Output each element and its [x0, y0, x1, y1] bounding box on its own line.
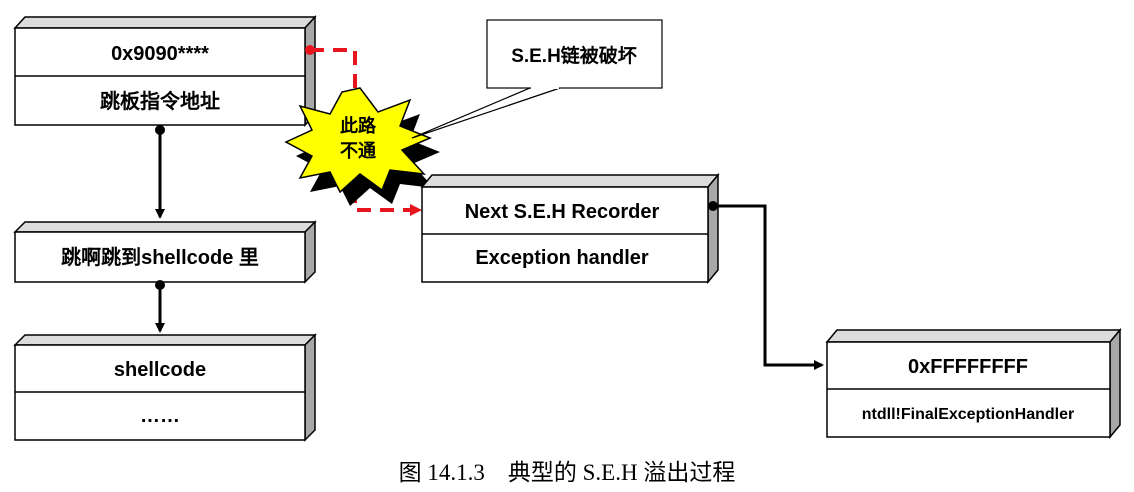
shellcode-box: shellcode …… — [13, 333, 317, 442]
connector-arrow-2 — [155, 280, 165, 333]
shellcode-top-text: shellcode — [114, 359, 206, 381]
connector-arrow-1 — [155, 125, 165, 219]
exception-handler-text: Exception handler — [475, 247, 649, 269]
burst-line-2: 不通 — [340, 141, 376, 161]
final-handler-text: ntdll!FinalExceptionHandler — [862, 406, 1074, 423]
seh-record-box: Next S.E.H Recorder Exception handler — [420, 172, 720, 285]
trampoline-top-text: 0x9090**** — [111, 43, 209, 65]
burst-line-1: 此路 — [340, 115, 377, 136]
burst-star — [284, 87, 432, 194]
callout-text: S.E.H链被破坏 — [511, 44, 637, 67]
trampoline-address-box: 0x9090**** 跳板指令地址 — [13, 15, 317, 127]
next-seh-text: Next S.E.H Recorder — [465, 201, 660, 223]
final-handler-box: 0xFFFFFFFF ntdll!FinalExceptionHandler — [825, 327, 1122, 440]
jump-to-shellcode-box: 跳啊跳到shellcode 里 — [13, 220, 317, 284]
dead-end-burst: 此路 不通 — [284, 87, 440, 206]
trampoline-bottom-text: 跳板指令地址 — [100, 89, 220, 113]
figure-caption: 图 14.1.3 典型的 S.E.H 溢出过程 — [399, 460, 736, 485]
shellcode-bottom-text: …… — [140, 405, 180, 427]
final-value-text: 0xFFFFFFFF — [908, 356, 1028, 378]
jump-to-shellcode-text: 跳啊跳到shellcode 里 — [61, 245, 259, 269]
connector-arrow-3 — [708, 201, 824, 370]
callout-seh-broken: S.E.H链被破坏 — [411, 19, 663, 139]
